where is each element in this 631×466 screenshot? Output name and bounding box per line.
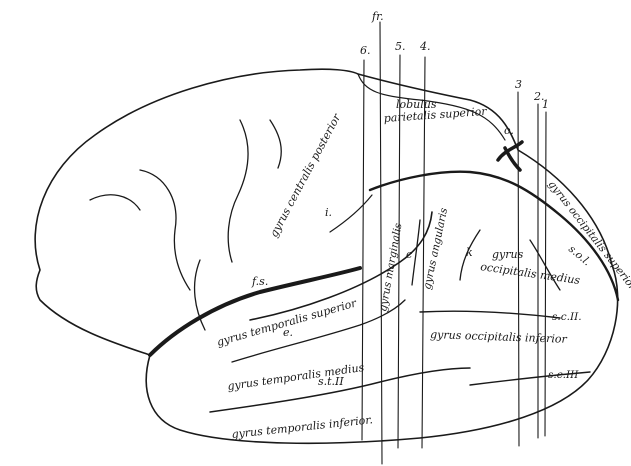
label-gyrus-angularis: gyrus angularis bbox=[421, 206, 450, 290]
section-line-5 bbox=[397, 54, 401, 449]
sulcus-e bbox=[231, 299, 406, 363]
label-gyrus-temporalis-inferior: gyrus temporalis inferior. bbox=[231, 413, 373, 441]
section-line-3 bbox=[517, 91, 520, 447]
label-o: o. bbox=[504, 124, 514, 137]
fissura-sylvii bbox=[148, 266, 362, 357]
label-e: e. bbox=[283, 326, 293, 339]
sulcus-k bbox=[459, 229, 481, 281]
label-c: c bbox=[406, 248, 412, 261]
sulcus-postcentralis bbox=[269, 119, 282, 169]
section-line-4 bbox=[421, 56, 426, 449]
sulcus-frontal-2 bbox=[193, 259, 206, 331]
label-gyrus: gyrus bbox=[492, 248, 524, 261]
section-label-2: 2. bbox=[533, 90, 545, 103]
label-lobulus: lobulus bbox=[396, 98, 437, 111]
section-label-1: 1 bbox=[542, 98, 549, 111]
sulcus-centralis bbox=[227, 119, 249, 263]
sulcus-sc2 bbox=[419, 310, 561, 319]
section-line-6 bbox=[361, 59, 365, 441]
label-st2: s.t.II bbox=[318, 375, 344, 388]
section-label-5: 5. bbox=[395, 40, 406, 53]
parietal-arc bbox=[357, 73, 506, 141]
label-occipitalis-medius: occipitalis medius bbox=[480, 260, 582, 287]
label-sc2: s.c.II. bbox=[552, 311, 582, 323]
label-fs: f.s. bbox=[251, 275, 268, 288]
sulcus-intraparietal bbox=[368, 170, 620, 302]
sulcus-temporalis-superior bbox=[249, 211, 433, 321]
sulcus-c bbox=[411, 219, 421, 286]
label-gyrus-temporalis-superior: gyrus temporalis superior bbox=[215, 296, 358, 349]
label-sc3: s.c.III bbox=[548, 369, 579, 381]
label-i: i. bbox=[325, 206, 332, 219]
sulcus-frontal bbox=[89, 194, 141, 211]
sulcus-st2 bbox=[209, 367, 471, 413]
sulcus-sc3 bbox=[469, 371, 591, 386]
sulcus-i bbox=[329, 194, 373, 233]
label-gyrus-centralis-posterior: gyrus centralis posterior bbox=[267, 111, 344, 239]
section-line-fr bbox=[379, 21, 383, 465]
section-label-6: 6. bbox=[360, 44, 371, 57]
section-label-4: 4. bbox=[419, 40, 431, 53]
section-label-3: 3 bbox=[515, 78, 522, 91]
hemisphere-outline bbox=[34, 68, 619, 445]
label-k: k bbox=[466, 246, 473, 259]
label-gyrus-temporalis-medius: gyrus temporalis medius bbox=[227, 361, 366, 393]
section-label-fr: fr. bbox=[371, 10, 384, 23]
section-line-1 bbox=[544, 111, 547, 437]
sulcus-precentralis bbox=[139, 169, 191, 291]
label-gyrus-occipitalis-inferior: gyrus occipitalis inferior bbox=[430, 328, 568, 346]
label-sol: s.o.l. bbox=[566, 243, 593, 268]
